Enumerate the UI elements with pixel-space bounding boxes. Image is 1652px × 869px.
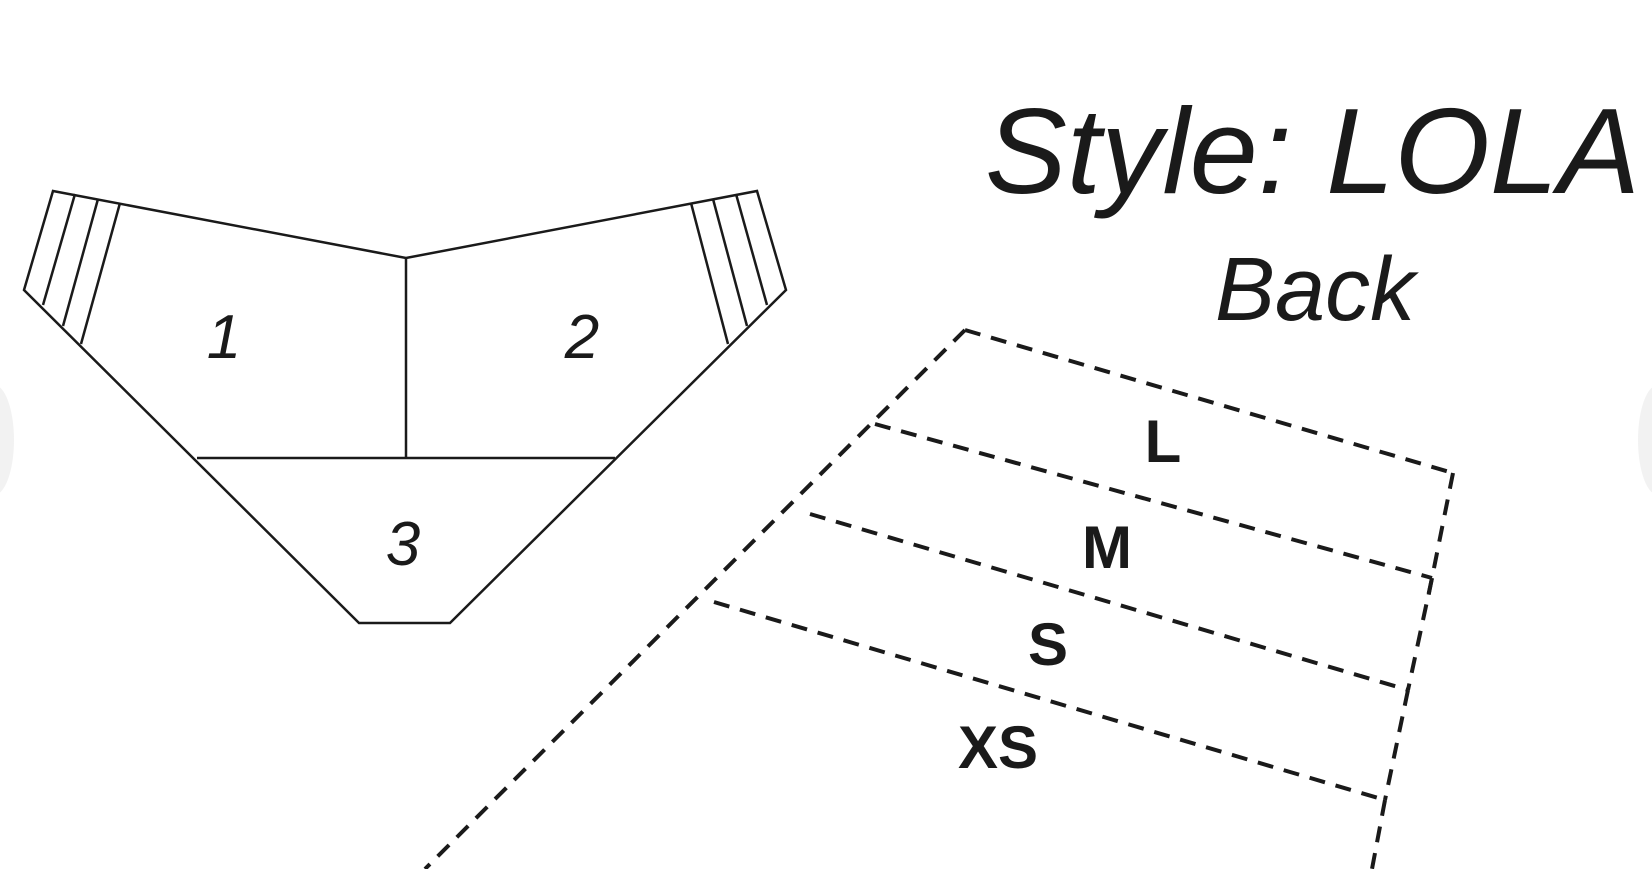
right-elastic-bands [689, 193, 769, 345]
piece-numbers: 1 2 3 [207, 303, 599, 579]
piece-1-label: 1 [207, 303, 241, 372]
piece-3-label: 3 [386, 510, 420, 579]
piece-2-label: 2 [564, 303, 599, 372]
size-line-xs-side [1370, 799, 1387, 869]
left-edge-shade [0, 385, 14, 495]
subtitle: Back [1215, 240, 1419, 340]
size-line-m-side [1406, 577, 1434, 691]
size-line-xs-top [713, 600, 1386, 802]
size-line-diagonal [423, 328, 967, 869]
right-edge-shade [1638, 385, 1652, 495]
size-label-m: M [1082, 514, 1132, 581]
garment-outline [22, 189, 788, 625]
size-labels: L M S XS [958, 408, 1181, 781]
size-grading-lines [423, 328, 1455, 869]
title: Style: LOLA [985, 83, 1640, 219]
size-line-l-side [1426, 472, 1455, 599]
size-line-s-top [809, 512, 1409, 692]
size-label-l: L [1145, 408, 1182, 475]
outer-outline [22, 189, 788, 625]
size-line-m-top [874, 422, 1433, 580]
size-label-xs: XS [958, 714, 1038, 781]
size-line-l-top [964, 328, 1454, 475]
size-line-s-side [1383, 689, 1410, 801]
size-label-s: S [1028, 611, 1068, 678]
left-elastic-bands [41, 193, 122, 345]
